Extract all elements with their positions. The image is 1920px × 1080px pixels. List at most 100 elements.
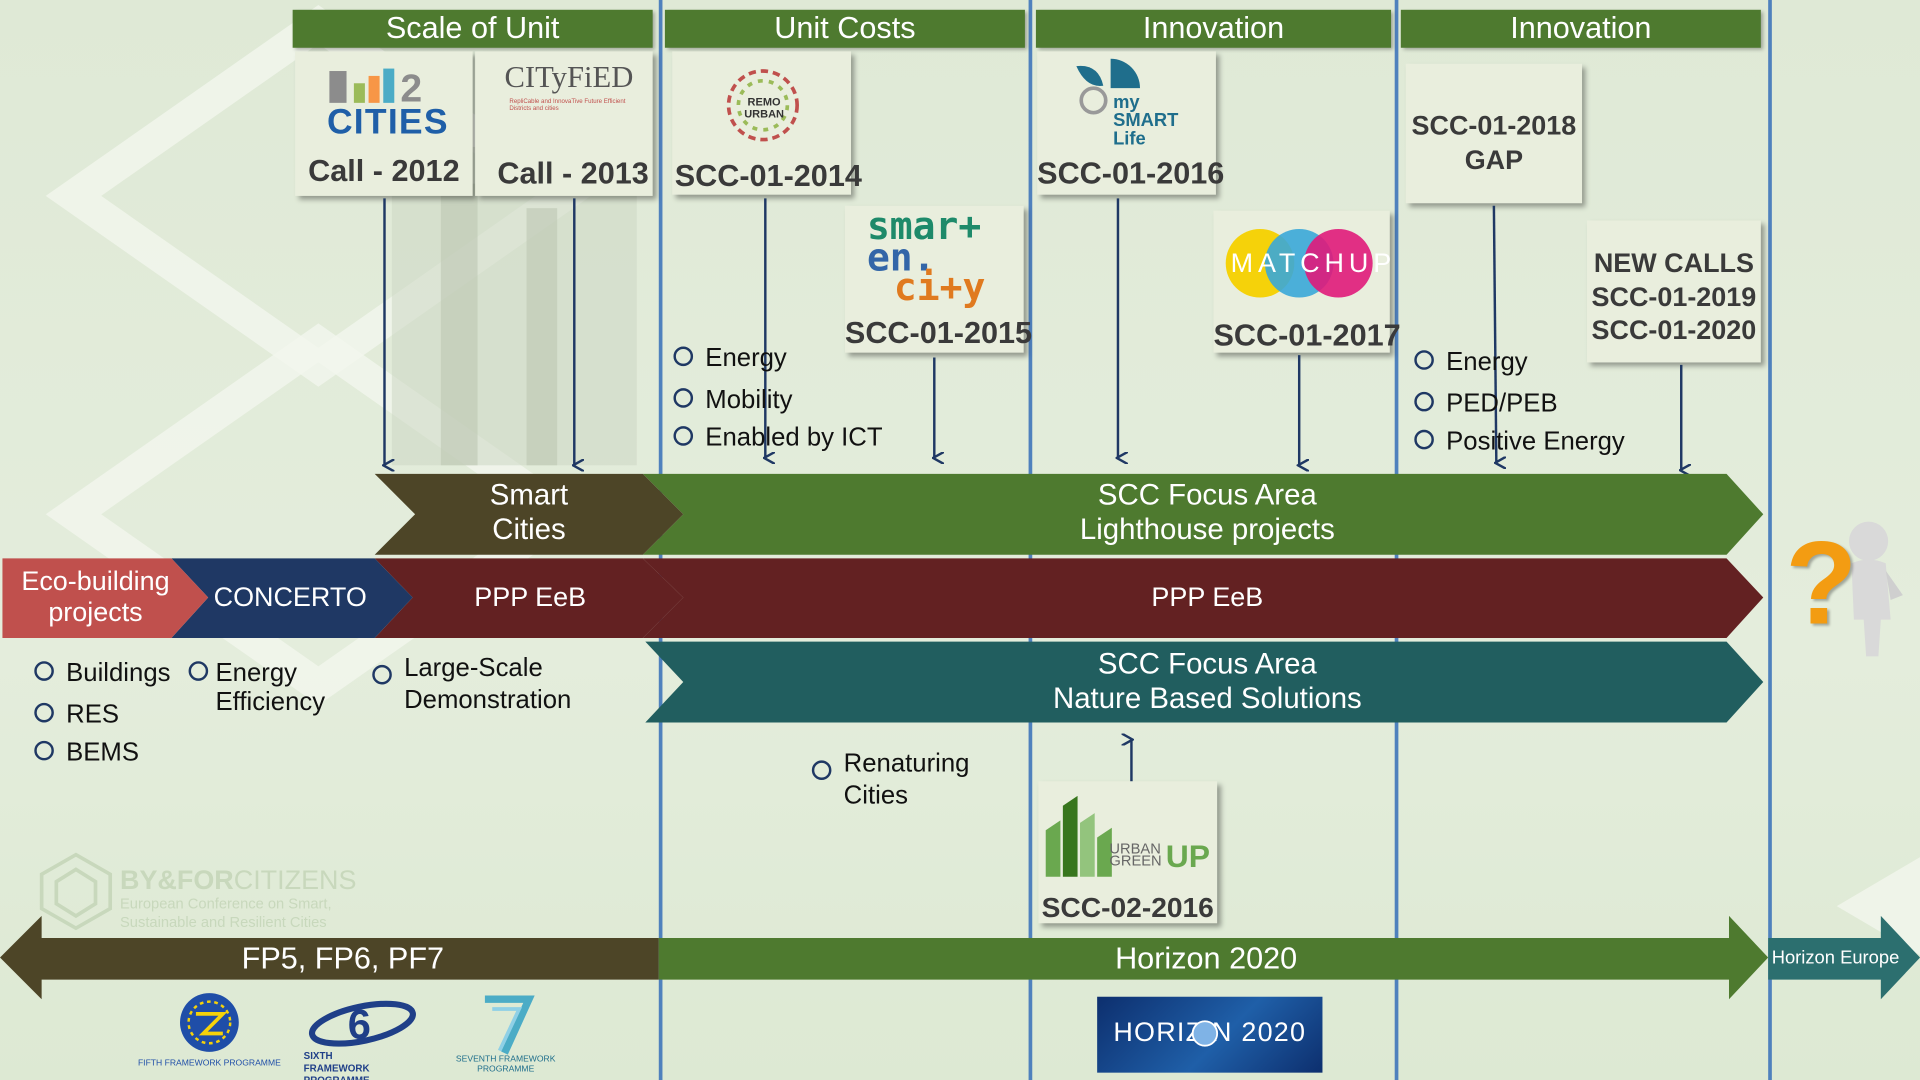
bullet-buildings: Buildings xyxy=(34,659,170,688)
header-innovation-2: Innovation xyxy=(1400,9,1761,48)
band-concerto xyxy=(171,558,413,638)
ppp-eeb-label: PPP EeB xyxy=(474,581,587,613)
card-new-calls: NEW CALLS SCC-01-2019 SCC-01-2020 xyxy=(1586,220,1761,363)
watermark-title: BY&FORCITIZENS xyxy=(120,864,357,896)
bullet-circle-icon xyxy=(372,664,392,685)
urbangreenup-logo-c: UP xyxy=(1165,837,1210,875)
scc-01-2019-label: SCC-01-2019 xyxy=(1591,281,1757,313)
urbangreenup-logo-icon xyxy=(1045,795,1112,877)
smart-cities-label: Smart Cities xyxy=(489,478,569,547)
card-cityfied: CITyFiED RepliCable and InnovaTive Futur… xyxy=(475,51,653,196)
byforcitizens-logo-icon xyxy=(39,852,113,931)
svg-text:6: 6 xyxy=(348,1000,371,1047)
smartencity-logo-l1: smar+ xyxy=(866,204,982,249)
card-remourban: REMO URBAN SCC-01-2014 xyxy=(672,51,862,195)
band-horizon-europe xyxy=(1768,915,1920,1000)
question-mark: ? xyxy=(1785,517,1858,649)
bullet-circle-icon xyxy=(1414,429,1434,450)
header-innovation: Innovation xyxy=(1035,9,1392,48)
bullet-bems: BEMS xyxy=(34,738,139,767)
scc-01-2014-label: SCC-01-2014 xyxy=(674,159,862,194)
bullet-res: RES xyxy=(34,700,119,729)
bullet-energy: Energy xyxy=(673,344,787,373)
remourban-logo: REMO URBAN xyxy=(744,95,784,121)
fp5-label: FIFTH FRAMEWORK PROGRAMME xyxy=(137,1059,281,1068)
horizon-2020-label: Horizon 2020 xyxy=(1115,941,1298,976)
fp7-label: SEVENTH FRAMEWORK PROGRAMME xyxy=(455,1055,556,1074)
card-mysmartlife: my SMART Life SCC-01-2016 xyxy=(1037,51,1225,195)
horizon-2020-logo: HORIZ N 2020 xyxy=(1097,996,1323,1073)
card-urbangreenup: URBAN GREEN UP SCC-02-2016 xyxy=(1038,781,1218,924)
band-fp xyxy=(0,915,659,1000)
cityfied-logo: CITyFiED xyxy=(504,61,634,95)
watermark-sub1: European Conference on Smart, xyxy=(120,895,332,913)
scc-lighthouse-line1: SCC Focus Area xyxy=(1097,478,1317,512)
bullet-enabled-by-ict: Enabled by ICT xyxy=(673,424,883,453)
bullet-renaturing-cities: Renaturing Cities xyxy=(811,748,1003,812)
matchup-logo: MATCHUP xyxy=(1230,247,1397,278)
gap-label: GAP xyxy=(1464,144,1524,176)
band-ppp-eeb-1 xyxy=(374,558,684,638)
scc-lighthouse-line2: Lighthouse projects xyxy=(1079,513,1335,547)
bullet-circle-icon xyxy=(673,388,694,408)
bullet-circle-icon xyxy=(34,740,54,761)
horizon-europe-label: Horizon Europe xyxy=(1771,947,1900,969)
bullet-energy-efficiency: Energy Efficiency xyxy=(188,659,338,718)
card-r2cities: 2 CITIES Call - 2012 xyxy=(295,51,473,196)
fp6-logo-icon: 6 xyxy=(308,1000,416,1047)
bullet-mobility: Mobility xyxy=(673,386,792,415)
band-smart-cities xyxy=(374,473,684,555)
concerto-label: CONCERTO xyxy=(213,581,367,613)
cityfied-tagline: RepliCable and InnovaTive Future Efficie… xyxy=(509,97,626,113)
new-calls-label: NEW CALLS xyxy=(1593,247,1754,278)
band-horizon-2020 xyxy=(658,915,1769,1000)
urbangreenup-logo-b: GREEN xyxy=(1109,852,1162,870)
bullet-circle-icon xyxy=(811,760,832,781)
bullet-circle-icon xyxy=(673,426,694,446)
call-2013-label: Call - 2013 xyxy=(497,156,649,192)
header-unit-costs: Unit Costs xyxy=(664,9,1025,48)
scc-01-2018-label: SCC-01-2018 xyxy=(1411,110,1577,141)
header-scale-of-unit: Scale of Unit xyxy=(292,9,653,48)
bullet-positive-energy: Positive Energy xyxy=(1414,427,1625,456)
divider-line xyxy=(1768,0,1772,1080)
watermark-sub2: Sustainable and Resilient Cities xyxy=(120,913,327,931)
mysmartlife-logo-icon xyxy=(1076,58,1141,115)
call-2012-label: Call - 2012 xyxy=(308,154,460,189)
svg-text:2: 2 xyxy=(400,68,422,106)
scc-02-2016-label: SCC-02-2016 xyxy=(1041,891,1214,924)
r2cities-logo: CITIES xyxy=(326,102,449,143)
smartencity-logo-l2: en. xyxy=(866,236,936,281)
eco-building-label: Eco-building projects xyxy=(21,565,170,627)
ppp-eeb-label-2: PPP EeB xyxy=(1151,581,1264,613)
card-matchup: MATCHUP SCC-01-2017 xyxy=(1213,210,1401,353)
mysmartlife-logo: my SMART Life xyxy=(1113,91,1179,150)
bullet-circle-icon xyxy=(673,346,694,367)
bullet-ped-peb: PED/PEB xyxy=(1414,389,1558,418)
scc-01-2016-label: SCC-01-2016 xyxy=(1037,156,1225,192)
fp6-label: SIXTH FRAMEWORK PROGRAMME xyxy=(303,1050,370,1080)
smartencity-logo-l3: ci+y xyxy=(893,265,986,310)
band-nbs xyxy=(645,641,1764,723)
bullet-large-scale-demo: Large-Scale Demonstration xyxy=(372,653,588,717)
scc-01-2020-label: SCC-01-2020 xyxy=(1591,314,1757,346)
scc-01-2015-label: SCC-01-2015 xyxy=(844,315,1033,351)
fp7-logo-icon xyxy=(484,995,535,1055)
scc-01-2017-label: SCC-01-2017 xyxy=(1213,318,1401,353)
band-lighthouse xyxy=(642,473,1764,555)
bullet-circle-icon xyxy=(34,702,54,723)
scc-nbs-line2: Nature Based Solutions xyxy=(1052,682,1362,716)
bullet-circle-icon xyxy=(1414,391,1434,412)
band-eco-building xyxy=(2,558,209,638)
fp5-logo-icon xyxy=(180,993,239,1052)
bullet-circle-icon xyxy=(1414,350,1434,370)
card-smartencity: smar+ en. ci+y SCC-01-2015 xyxy=(844,204,1033,353)
matchup-logo-circles xyxy=(1225,228,1373,298)
card-gap: SCC-01-2018 GAP xyxy=(1405,63,1583,204)
band-ppp-eeb-2 xyxy=(642,558,1764,638)
globe-icon xyxy=(1191,1020,1219,1047)
r2cities-logo-bars: 2 xyxy=(329,68,422,106)
bullet-circle-icon xyxy=(34,661,54,681)
